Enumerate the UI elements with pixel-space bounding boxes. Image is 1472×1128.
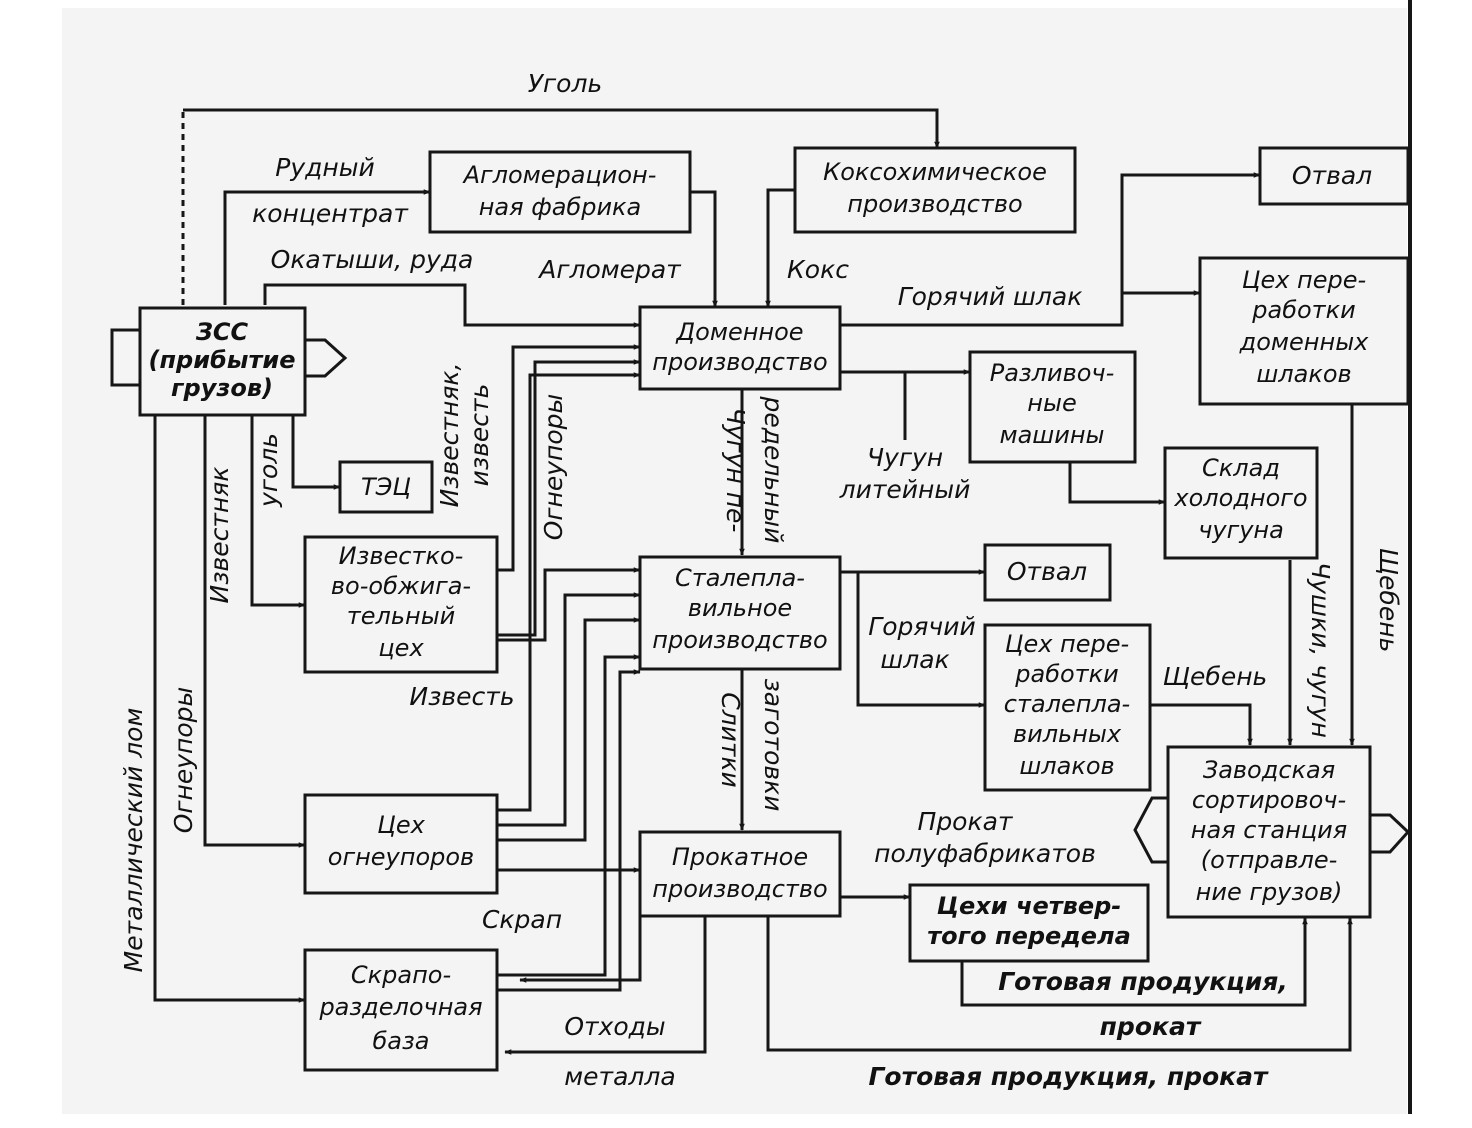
line-concentrate bbox=[223, 189, 431, 305]
line-refractory bbox=[203, 415, 306, 848]
label-finished-1: Готовая продукция, bbox=[998, 967, 1288, 996]
label-coal-top: Уголь bbox=[528, 69, 602, 98]
label-scrap-metal: Металлический лом bbox=[119, 708, 148, 973]
label-refractory-left: Огнеупоры bbox=[169, 687, 198, 834]
label-hot-slag-1: Горячий шлак bbox=[898, 282, 1083, 311]
label-finished-2: Готовая продукция, прокат bbox=[869, 1062, 1269, 1091]
node-aglo: Агломерацион-ная фабрика bbox=[428, 150, 692, 234]
line-limestone-izv bbox=[250, 415, 306, 608]
edge-labels: Уголь Рудный концентрат Окатыши, руда Аг… bbox=[119, 69, 1403, 1091]
line-izv-staleplav bbox=[497, 567, 641, 642]
coal-line-top bbox=[183, 108, 940, 149]
label-ingots: Слитки bbox=[716, 692, 745, 788]
node-otval-1: Отвал bbox=[1258, 146, 1410, 206]
line-limestone-domna-2 bbox=[497, 359, 641, 637]
node-tec: ТЭЦ bbox=[338, 460, 434, 514]
label-waste: Отходы bbox=[564, 1012, 665, 1041]
line-razliv-sklad bbox=[1068, 462, 1166, 505]
line-refractory-domna bbox=[497, 372, 641, 812]
svg-text:Отвал: Отвал bbox=[1292, 161, 1372, 190]
label-kontsentrat: концентрат bbox=[252, 199, 409, 228]
label-limestone-lime: Известняк,известь bbox=[435, 363, 494, 508]
node-otval-2: Отвал bbox=[983, 543, 1112, 602]
svg-text:Агломерацион-ная фабрика: Агломерацион-ная фабрика bbox=[462, 161, 657, 221]
label-crushed-stone-h: Щебень bbox=[1163, 662, 1268, 691]
line-coal-tec bbox=[291, 415, 341, 490]
label-limestone-vertical: Известняк bbox=[205, 467, 234, 604]
svg-text:Отвал: Отвал bbox=[1007, 557, 1087, 586]
line-agglomerate bbox=[690, 190, 718, 308]
label-okatyshi: Окатыши, руда bbox=[271, 245, 474, 274]
label-scrap: Скрап bbox=[482, 905, 562, 934]
label-rudny: Рудный bbox=[275, 153, 375, 182]
line-shcheben bbox=[1150, 703, 1253, 746]
line-ogn-staleplav-2 bbox=[497, 617, 641, 842]
line-gotovaya-2 bbox=[766, 917, 1353, 1052]
connectors bbox=[110, 108, 1411, 1055]
zss-right-chevron bbox=[305, 338, 348, 378]
line-waste-metal bbox=[504, 917, 707, 1055]
label-lime: Известь bbox=[409, 682, 514, 711]
line-limestone-domna bbox=[497, 344, 641, 572]
line-ogn-staleplav bbox=[497, 592, 641, 827]
line-scrap-metal bbox=[153, 415, 306, 1003]
line-hot-slag-1 bbox=[840, 172, 1261, 327]
svg-text:ТЭЦ: ТЭЦ bbox=[361, 473, 411, 501]
label-metal: металла bbox=[564, 1062, 675, 1091]
station-right-chevron bbox=[1370, 813, 1411, 854]
node-chetv: Цехи четвер-того передела bbox=[908, 883, 1150, 963]
line-gotovaya-1 bbox=[960, 917, 1308, 1007]
line-steel-slag bbox=[856, 572, 986, 708]
label-billets: заготовки bbox=[759, 679, 788, 812]
line-scrap-return bbox=[519, 900, 642, 983]
label-refractory-vertical: Огнеупоры bbox=[539, 394, 568, 541]
label-aglomerat: Агломерат bbox=[537, 255, 682, 284]
line-pellets bbox=[263, 283, 641, 328]
label-pig-iron-conv: Чугун пе-редельный bbox=[721, 396, 788, 544]
label-coke: Кокс bbox=[787, 255, 849, 284]
line-scrap-staleplav-2 bbox=[497, 669, 641, 992]
label-rolled-1: прокат bbox=[1100, 1012, 1202, 1041]
line-scrap-staleplav bbox=[497, 654, 641, 977]
label-crushed-stone-v: Щебень bbox=[1374, 548, 1403, 653]
line-coke bbox=[765, 188, 795, 308]
zss-left-loop bbox=[110, 328, 140, 387]
label-pigs: Чушки, чугун bbox=[1306, 562, 1335, 738]
label-coal-vertical: уголь bbox=[254, 433, 283, 508]
line-semi bbox=[1133, 796, 1168, 864]
svg-text:Цехи четвер-того передела: Цехи четвер-того передела bbox=[927, 892, 1131, 950]
